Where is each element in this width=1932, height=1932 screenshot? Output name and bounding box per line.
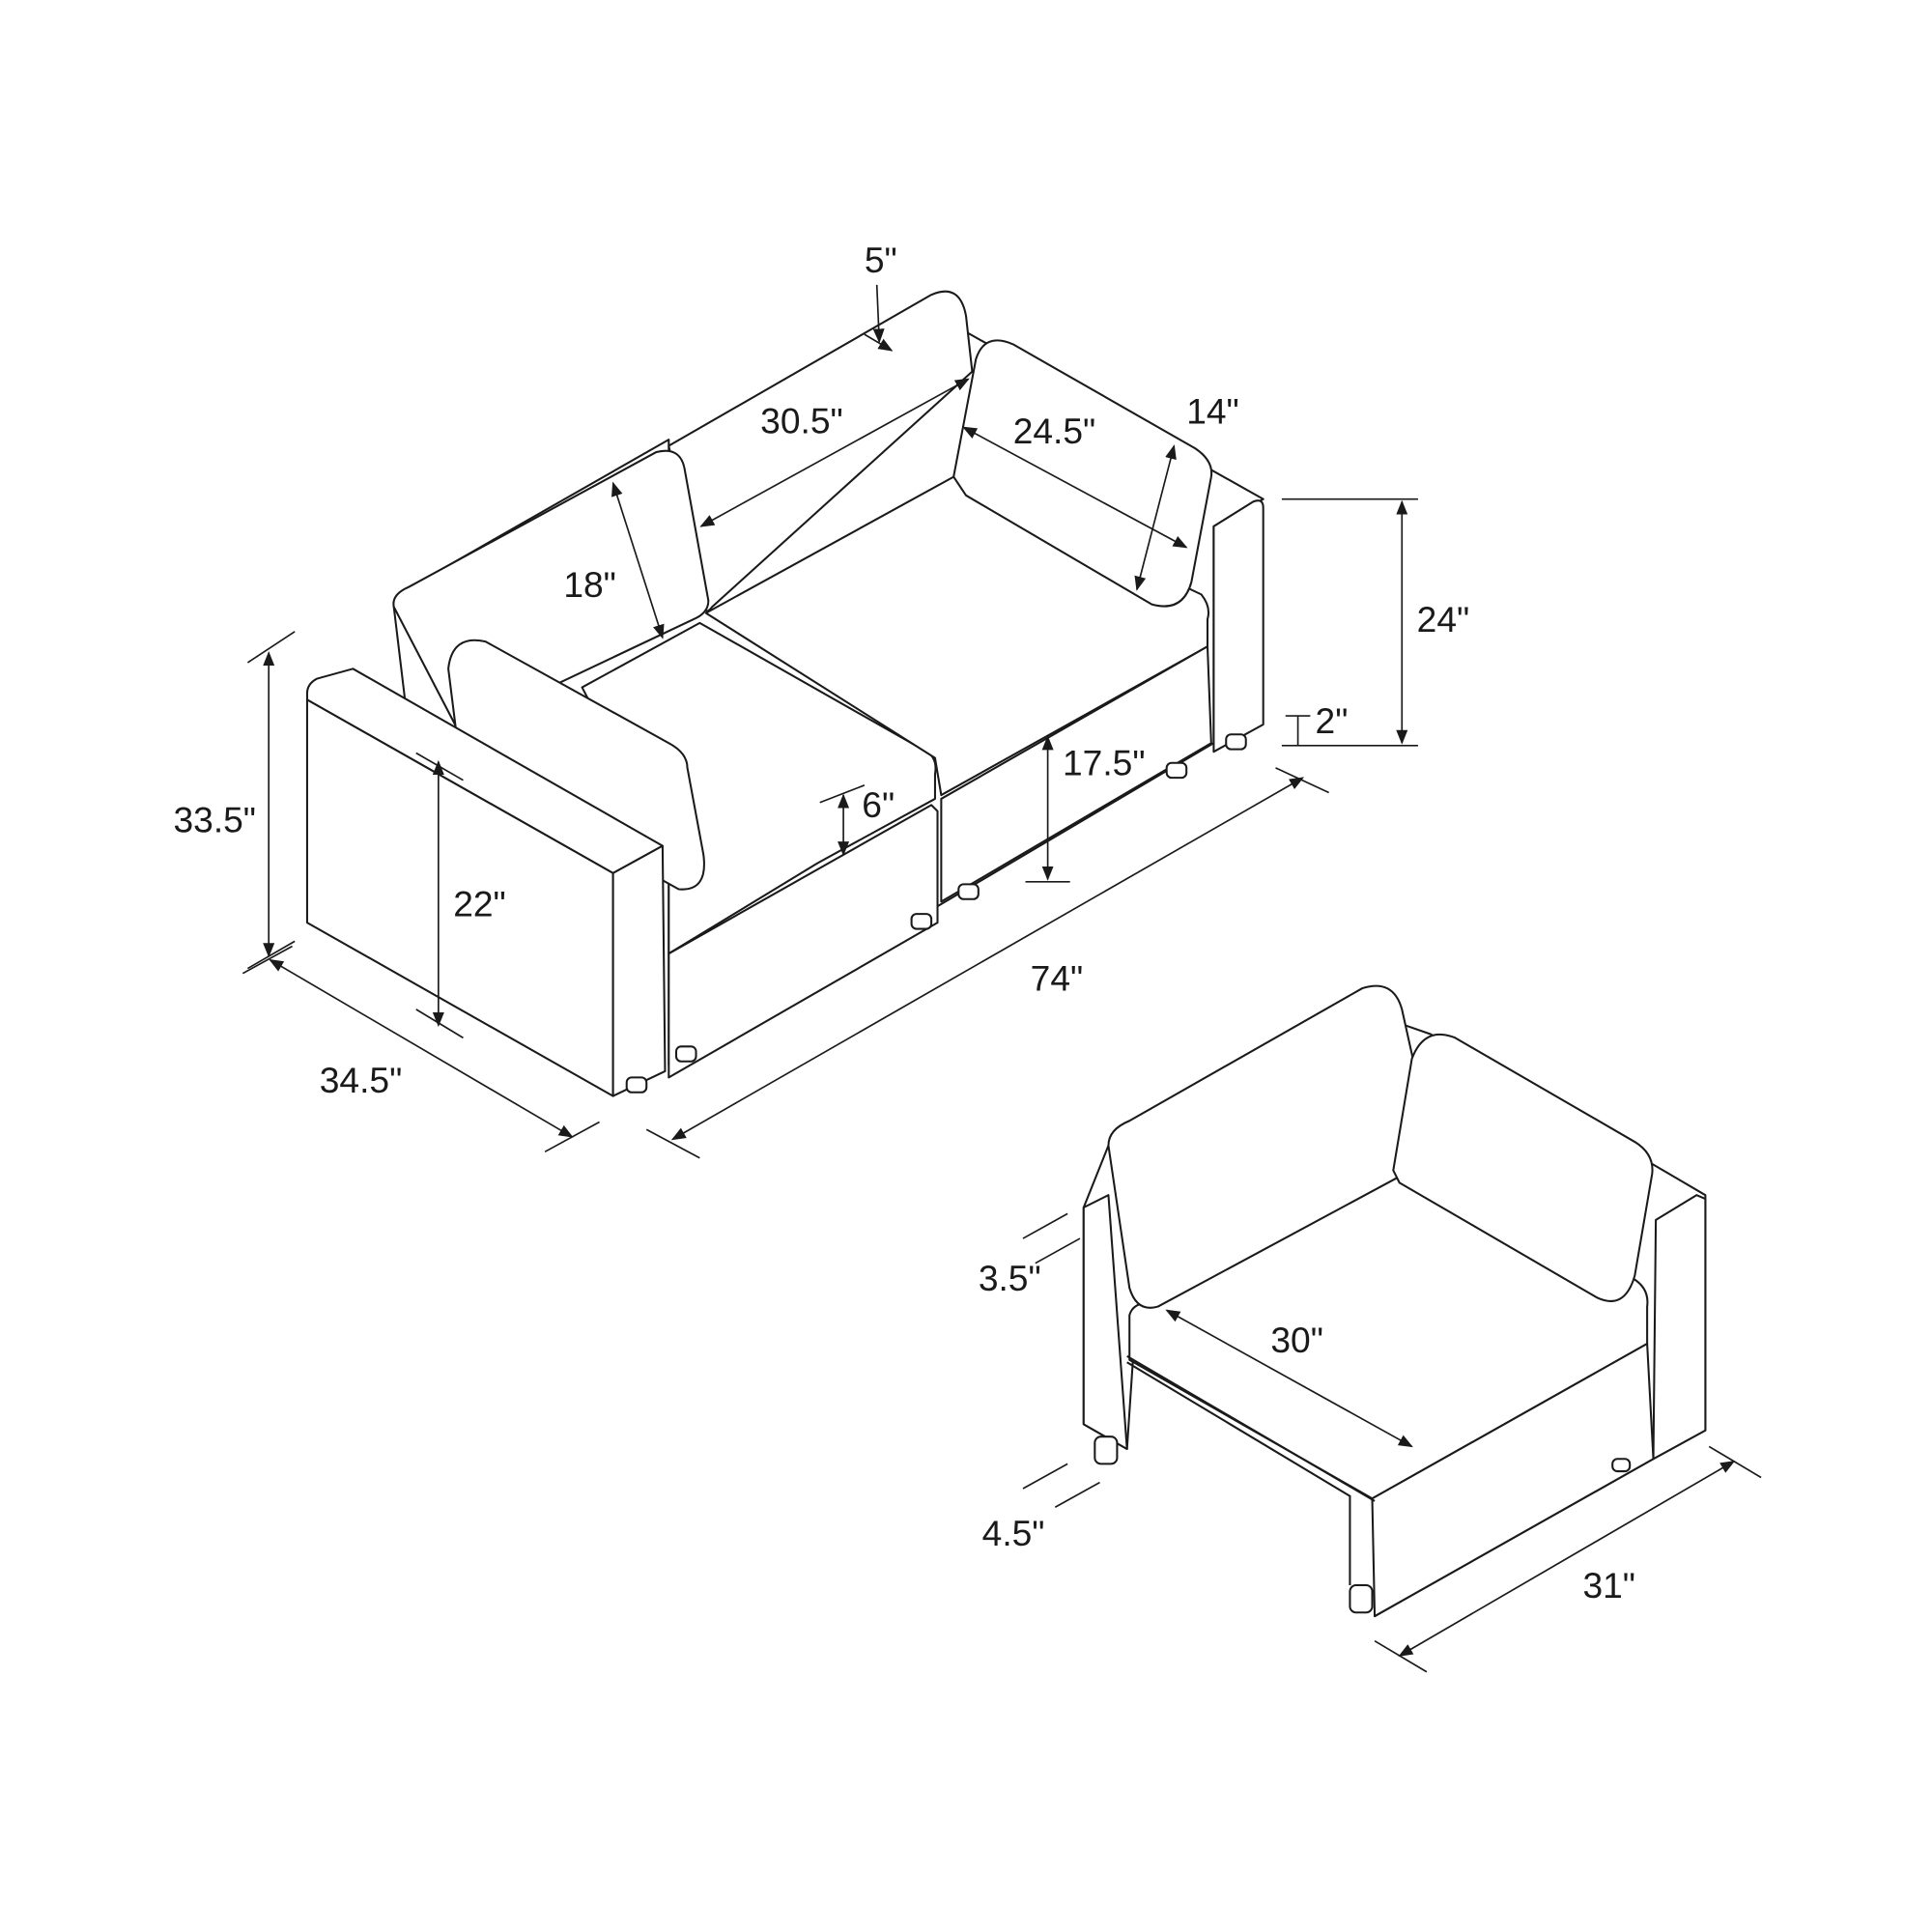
dim-chair-leg-inset: 4.5" (982, 1513, 1045, 1553)
dim-pillow-thickness: 5" (865, 240, 897, 280)
dim-leg-height: 2" (1316, 700, 1349, 741)
dim-chair-seat-width: 30" (1270, 1320, 1323, 1360)
dim-chair-depth: 31" (1582, 1565, 1635, 1605)
dim-pillow-width: 24.5" (1013, 411, 1096, 451)
chair-dimensions: 3.5" 30" 4.5" 31" (979, 1212, 1762, 1673)
chair-left-arm (1082, 1194, 1128, 1451)
dim-overall-width: 74" (1031, 958, 1084, 999)
sofa-right-arm (1212, 499, 1264, 753)
dim-pillow-height: 14" (1186, 390, 1239, 431)
dim-back-cushion-height: 18" (563, 564, 616, 605)
dim-chair-arm-width: 3.5" (979, 1258, 1041, 1298)
dim-arm-height: 22" (453, 884, 506, 924)
sofa-dimensions: 5" 30.5" 24.5" 14" 18" 24" 2" 33.5" 17.5… (173, 240, 1470, 1159)
chair-right-arm (1652, 1194, 1707, 1461)
chair-back-cushion-right (1392, 1033, 1654, 1302)
sofa-left-arm-side (611, 844, 667, 1097)
dim-overall-depth: 34.5" (320, 1060, 403, 1100)
corner-chair-drawing (1082, 984, 1707, 1618)
dim-back-height: 24" (1417, 599, 1470, 639)
dim-seat-cushion-thickness: 6" (862, 784, 895, 825)
dim-seat-height: 17.5" (1063, 743, 1146, 783)
dim-back-width: 30.5" (760, 401, 843, 441)
dim-overall-height: 33.5" (173, 800, 256, 840)
chair-back-cushion-left (1107, 984, 1416, 1309)
